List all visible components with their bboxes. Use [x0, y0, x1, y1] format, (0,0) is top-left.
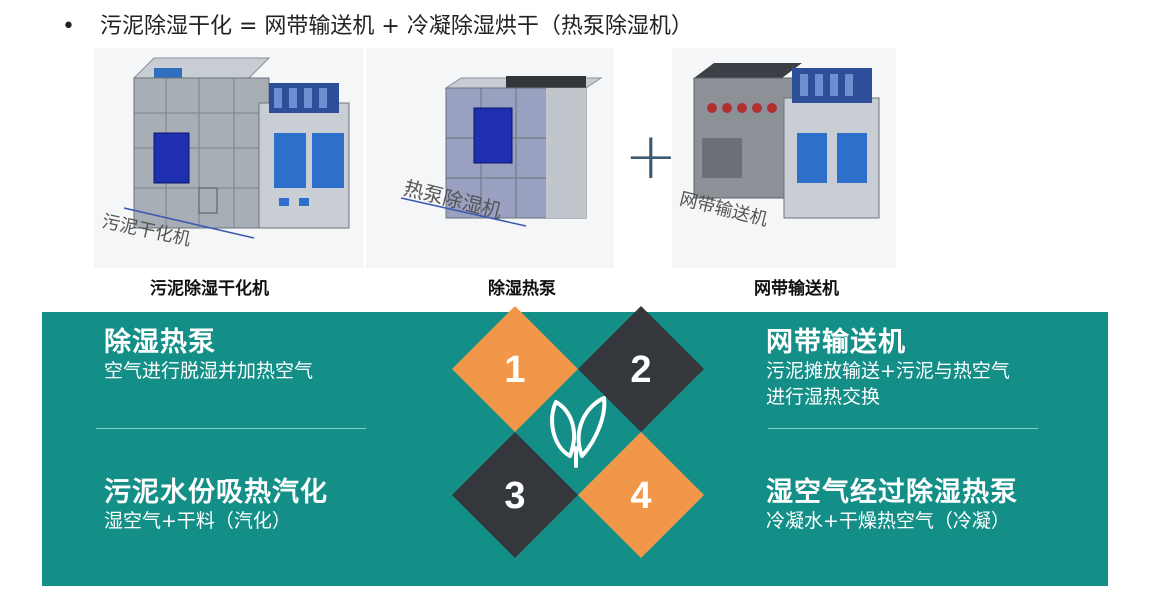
heat-pump-image: 热泵除湿机	[366, 48, 614, 268]
step-diamonds: 1 2 3 4	[452, 306, 704, 558]
step-4-desc-line: 冷凝水+干燥热空气（冷凝）	[766, 510, 1010, 532]
belt-conveyor-image: 网带输送机	[672, 48, 896, 268]
step-2-desc-line-1: 污泥摊放输送+污泥与热空气	[766, 360, 1010, 382]
step-3-title: 污泥水份吸热汽化	[104, 477, 328, 508]
divider-right	[768, 428, 1038, 429]
step-2-desc-line-2: 进行湿热交换	[766, 386, 881, 408]
heading-text: 污泥除湿干化 = 网带输送机 + 冷凝除湿烘干（热泵除湿机）	[100, 14, 693, 39]
step-1-desc: 空气进行脱湿并加热空气	[104, 358, 313, 384]
step-2-title: 网带输送机	[766, 327, 906, 358]
caption-belt-conveyor: 网带输送机	[754, 279, 839, 299]
bullet: •	[62, 14, 75, 39]
diamond-2	[578, 306, 704, 432]
diamond-1	[452, 306, 578, 432]
step-4-desc: 冷凝水+干燥热空气（冷凝）	[766, 508, 1010, 534]
step-4-title: 湿空气经过除湿热泵	[766, 477, 1018, 508]
page-heading: • 污泥除湿干化 = 网带输送机 + 冷凝除湿烘干（热泵除湿机）	[62, 8, 693, 40]
step-2-number: 2	[630, 349, 651, 391]
step-1-desc-line: 空气进行脱湿并加热空气	[104, 360, 314, 382]
diamond-4	[578, 432, 704, 558]
sludge-dryer-image: 污泥干化机	[94, 48, 364, 268]
divider-left	[96, 428, 366, 429]
step-4-number: 4	[630, 475, 651, 517]
step-3-number: 3	[504, 475, 525, 517]
plus-sign: +	[624, 120, 678, 194]
caption-heat-pump: 除湿热泵	[488, 279, 556, 299]
step-3-desc-line: 湿空气+干料（汽化）	[104, 510, 291, 532]
diamond-3	[452, 432, 578, 558]
step-1-title: 除湿热泵	[104, 327, 216, 358]
step-1-number: 1	[504, 349, 525, 391]
step-2-desc: 污泥摊放输送+污泥与热空气 进行湿热交换	[766, 358, 1010, 410]
step-3-desc: 湿空气+干料（汽化）	[104, 508, 291, 534]
caption-sludge-dryer: 污泥除湿干化机	[150, 279, 269, 299]
leaf-icon	[550, 396, 607, 468]
